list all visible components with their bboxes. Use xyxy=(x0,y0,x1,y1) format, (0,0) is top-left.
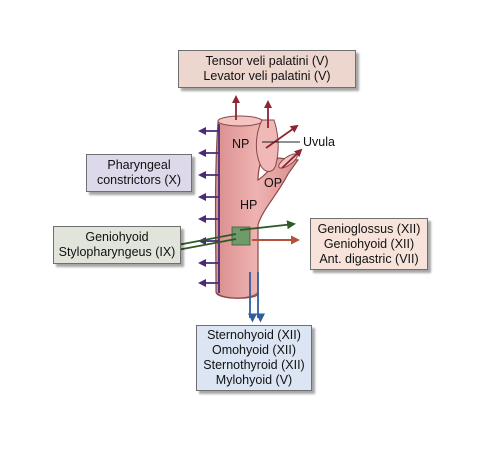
geniohyoid-stylopharyngeus-box: Geniohyoid Stylopharyngeus (IX) xyxy=(53,226,181,264)
box-line: constrictors (X) xyxy=(96,173,182,187)
green-arrow xyxy=(170,233,237,250)
box-line: Ant. digastric (VII) xyxy=(319,251,419,266)
op-label: OP xyxy=(264,176,283,190)
tensor-levator-box: Tensor veli palatini (V) Levator veli pa… xyxy=(178,50,356,88)
infrahyoid-box: Sternohyoid (XII) Omohyoid (XII) Sternot… xyxy=(196,325,312,391)
box-line: Geniohyoid xyxy=(85,230,149,244)
box-line: Genioglossus (XII) xyxy=(317,221,421,236)
box-line: Pharyngeal xyxy=(107,158,171,172)
box-line: Omohyoid (XII) xyxy=(211,343,297,357)
box-line: Stylopharyngeus (IX) xyxy=(58,245,176,259)
box-line: Geniohyoid (XII) xyxy=(323,236,415,251)
hp-label: HP xyxy=(240,198,258,212)
uvula-arrow xyxy=(265,124,299,149)
pharynx-top-opening xyxy=(217,115,263,127)
pharyngeal-constrictors-box: Pharyngeal constrictors (X) xyxy=(86,154,192,192)
box-line: Tensor veli palatini (V) xyxy=(205,54,329,68)
green-arrow xyxy=(170,238,237,255)
box-line: Sternothyroid (XII) xyxy=(203,358,305,372)
muscle-patch xyxy=(231,226,251,246)
uvula-label: Uvula xyxy=(303,135,335,149)
green-arrows xyxy=(170,220,296,255)
box-line: Mylohyoid (V) xyxy=(215,373,293,387)
box-line: Sternohyoid (XII) xyxy=(207,328,301,342)
op-arrow xyxy=(281,148,303,169)
green-arrow xyxy=(239,220,296,231)
box-line: Levator veli palatini (V) xyxy=(203,69,331,83)
np-label: NP xyxy=(232,137,250,151)
uvula-shape xyxy=(255,119,279,172)
genioglossus-box: Genioglossus (XII) Geniohyoid (XII) Ant.… xyxy=(310,218,428,270)
pharynx-bottom-rim xyxy=(215,291,259,299)
